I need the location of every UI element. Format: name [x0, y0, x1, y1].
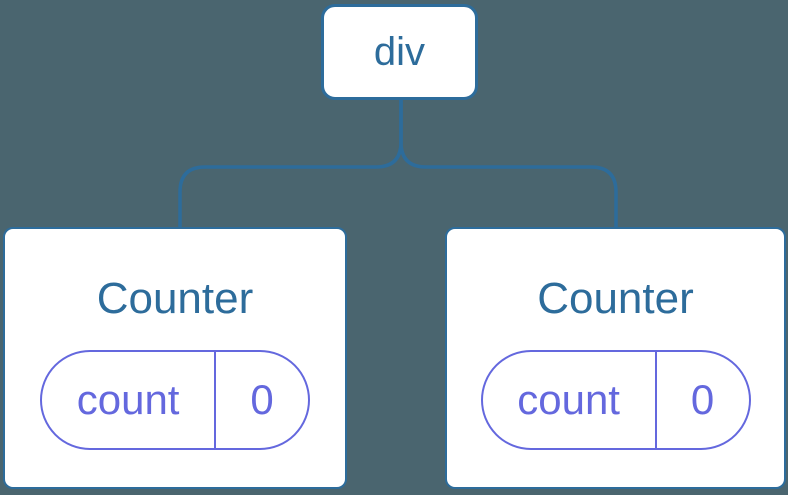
state-pill: count 0 [40, 350, 310, 450]
state-key: count [42, 352, 217, 448]
state-key: count [483, 352, 657, 448]
state-pill: count 0 [480, 350, 751, 450]
root-node-div: div [321, 4, 478, 100]
connector-right-branch [399, 100, 618, 227]
counter-title: Counter [96, 274, 254, 323]
connector-left-branch [178, 100, 403, 227]
root-node-label: div [373, 29, 426, 74]
counter-node-right: Counter count 0 [445, 227, 786, 489]
state-value: 0 [250, 376, 274, 423]
counter-node-left: Counter count 0 [3, 227, 347, 489]
state-value: 0 [690, 376, 715, 423]
counter-title: Counter [537, 274, 694, 323]
